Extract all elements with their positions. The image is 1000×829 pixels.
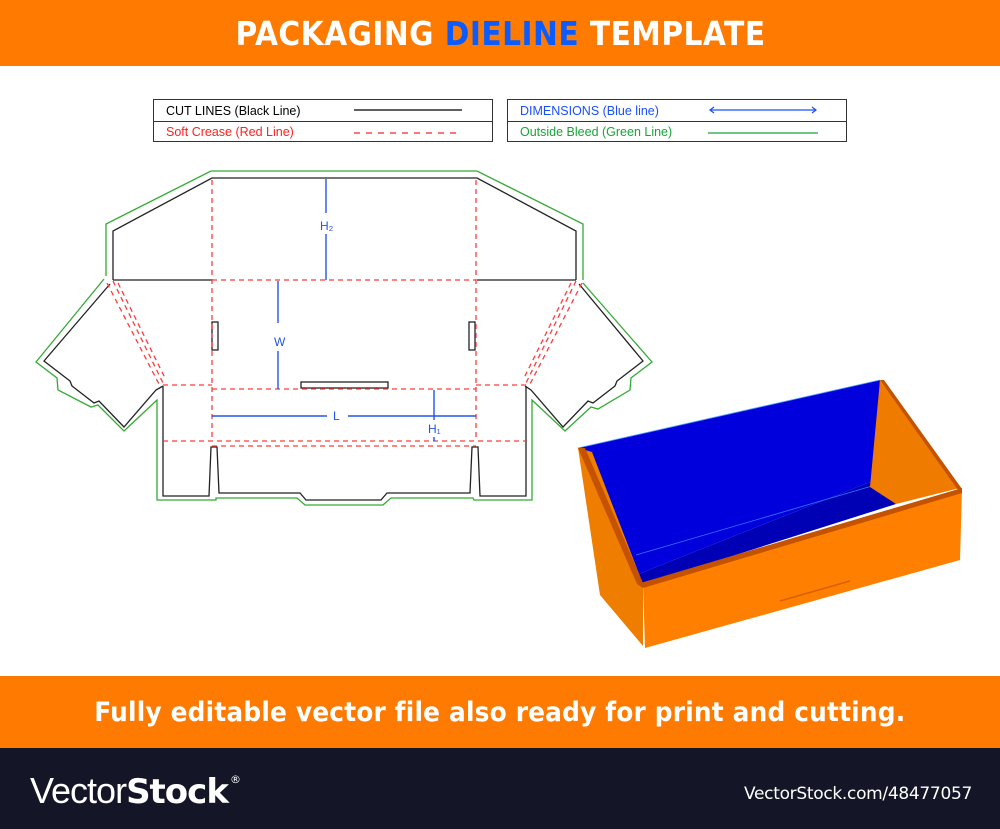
- page-title: PACKAGING DIELINE TEMPLATE: [235, 14, 765, 53]
- footer: VectorStock® VectorStock.com/48477057: [0, 748, 1000, 829]
- legend-label-cut-lines: CUT LINES (Black Line): [166, 103, 301, 118]
- crease-lines: [106, 180, 583, 447]
- green-line-sample-icon: [708, 132, 818, 134]
- legend-row-dimensions: DIMENSIONS (Blue line): [508, 100, 846, 121]
- title-part-dieline: DIELINE: [444, 13, 579, 53]
- dimension-labels: H₂ W L H₁: [274, 219, 441, 436]
- header-banner: PACKAGING DIELINE TEMPLATE: [0, 0, 1000, 66]
- box-3d-preview: [577, 379, 962, 648]
- title-part-packaging: PACKAGING: [234, 13, 434, 53]
- title-part-template: TEMPLATE: [589, 13, 766, 53]
- stock-id-link[interactable]: VectorStock.com/48477057: [744, 784, 972, 804]
- vectorstock-logo[interactable]: VectorStock®: [30, 770, 241, 812]
- brand-light: Vector: [30, 770, 127, 811]
- legend-label-outside-bleed: Outside Bleed (Green Line): [520, 125, 673, 139]
- cut-lines: [43, 177, 644, 501]
- dimension-label-h1: H₁: [428, 422, 441, 436]
- legend-label-soft-crease: Soft Crease (Red Line): [166, 125, 294, 139]
- solid-line-sample-icon: [354, 109, 462, 111]
- dimension-lines: [212, 179, 476, 441]
- registered-mark-icon: ®: [229, 773, 241, 786]
- legend-row-outside-bleed: Outside Bleed (Green Line): [508, 121, 846, 142]
- legend-row-soft-crease: Soft Crease (Red Line): [154, 121, 492, 142]
- dimension-label-w: W: [274, 335, 286, 349]
- double-arrow-sample-icon: [709, 106, 817, 114]
- feature-banner: Fully editable vector file also ready fo…: [0, 676, 1000, 748]
- brand-bold: Stock: [126, 772, 229, 812]
- dashed-line-sample-icon: [354, 132, 462, 134]
- legend-cut-crease: CUT LINES (Black Line) Soft Crease (Red …: [153, 99, 493, 142]
- outside-bleed-outline: [35, 170, 653, 506]
- feature-text: Fully editable vector file also ready fo…: [94, 696, 906, 728]
- dimension-label-h2: H₂: [320, 219, 334, 233]
- dimension-label-l: L: [333, 409, 340, 423]
- legend-label-dimensions: DIMENSIONS (Blue line): [520, 103, 659, 118]
- legend-row-cut-lines: CUT LINES (Black Line): [154, 100, 492, 121]
- legend-dimensions-bleed: DIMENSIONS (Blue line) Outside Bleed (Gr…: [507, 99, 847, 142]
- dieline-diagram: H₂ W L H₁: [35, 170, 962, 648]
